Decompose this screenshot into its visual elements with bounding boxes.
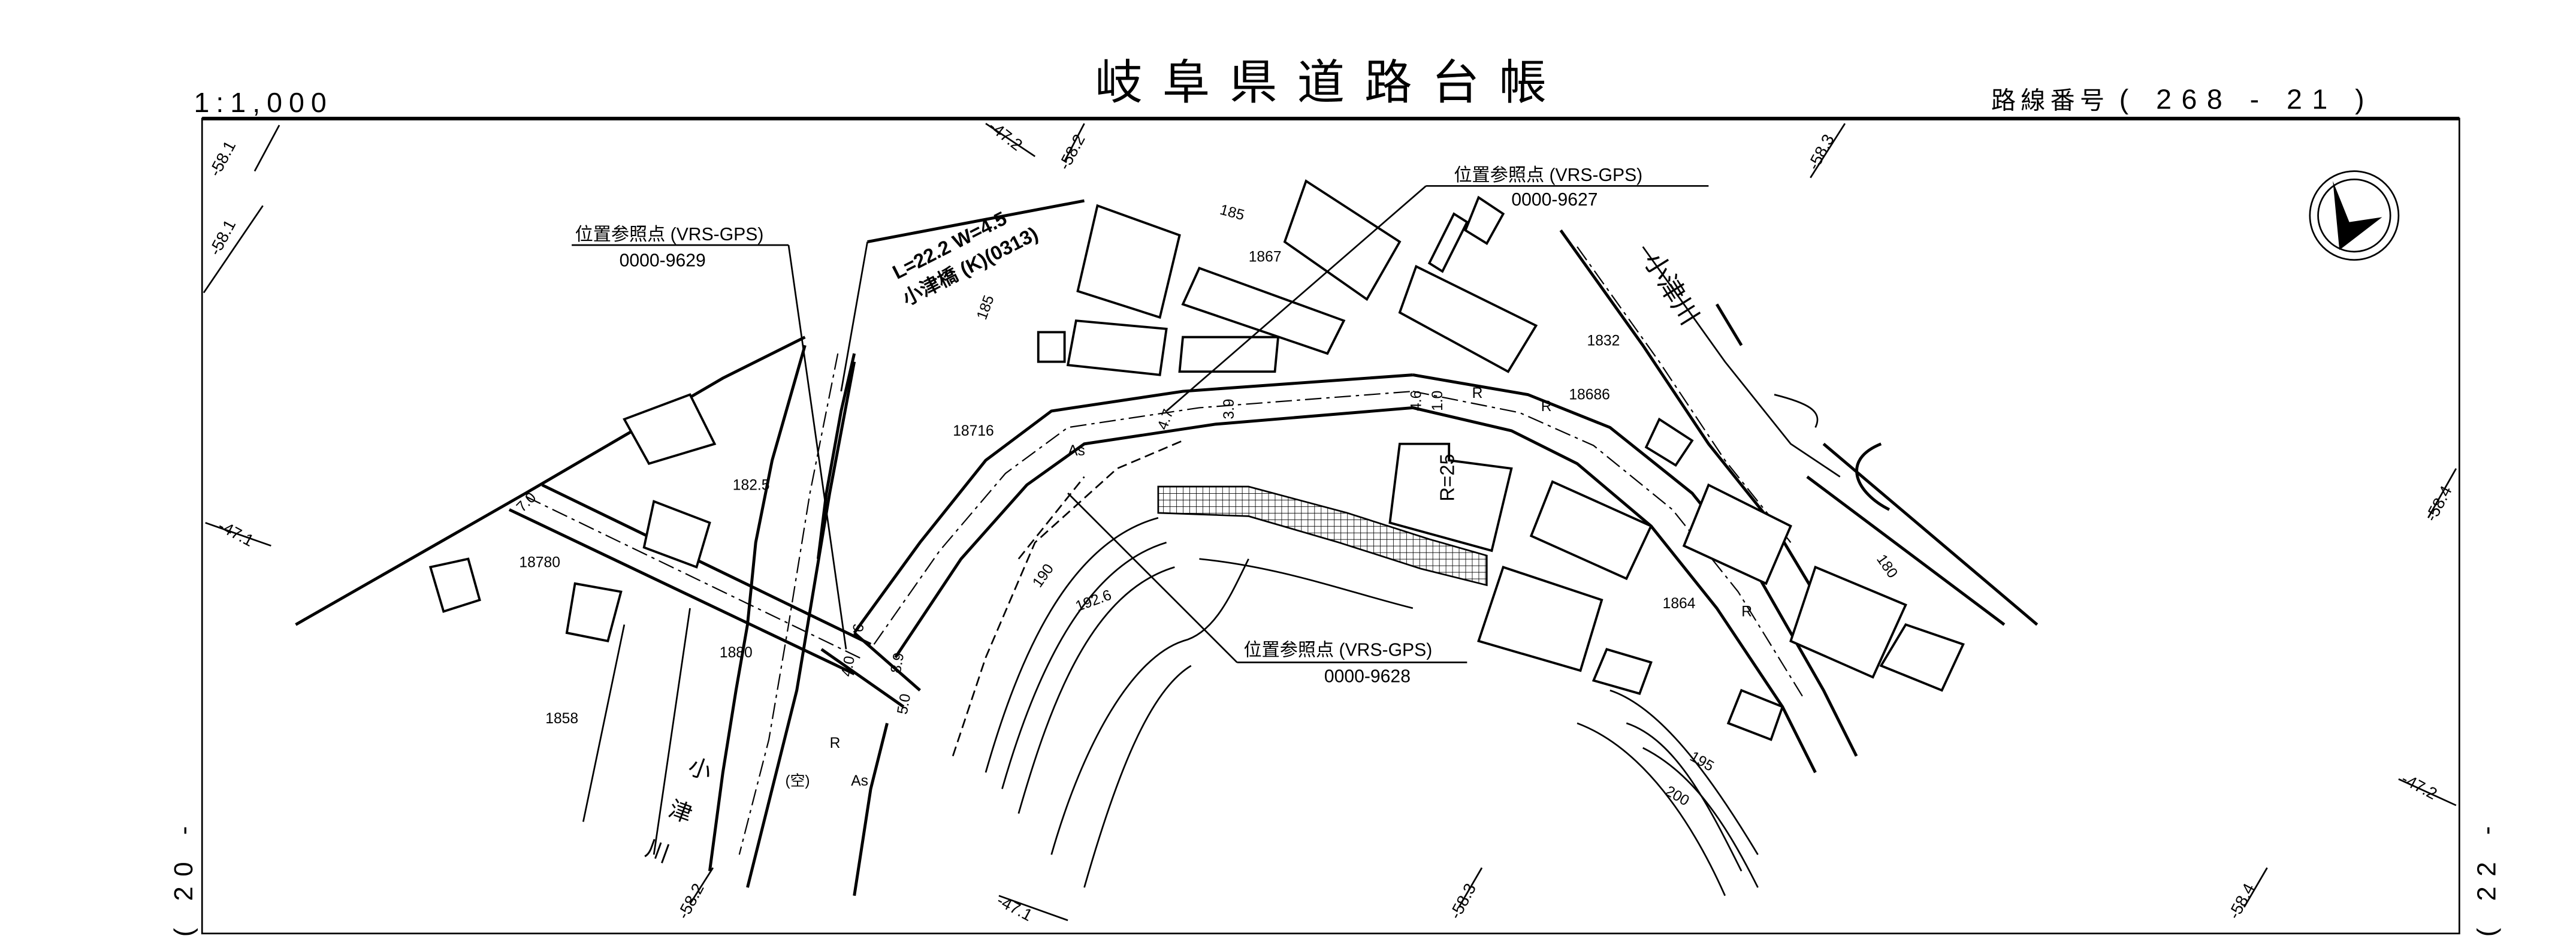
flow-arrow-icon <box>1715 303 1743 346</box>
river-ozu-upper <box>1559 229 2039 626</box>
map-label: -58.2 <box>1055 131 1089 173</box>
reference-point-code: 0000-9629 <box>620 251 706 271</box>
map-label: -58.2 <box>674 880 708 922</box>
map-label: 18716 <box>953 423 994 439</box>
grid-ticks <box>203 122 2457 922</box>
map-label: 185 <box>1218 202 1246 224</box>
map-label: -47.2 <box>2399 769 2441 803</box>
buildings <box>428 179 1965 741</box>
reference-point-label: 位置参照点 (VRS-GPS) <box>575 224 764 244</box>
river-name-char-2: 津 <box>665 796 696 828</box>
map-label: 1858 <box>545 711 578 727</box>
map-label: 5.0 <box>895 693 914 715</box>
map-label: R <box>830 735 841 751</box>
river-name-upper: 小津川 <box>1638 247 1704 330</box>
map-label: 6 <box>850 623 868 633</box>
map-label: R <box>1741 604 1752 620</box>
river-name-char-3: 川 <box>642 835 673 868</box>
map-label: 200 <box>1662 783 1692 810</box>
map-label: 4.0 <box>839 655 859 678</box>
reference-point-9628[interactable]: 位置参照点 (VRS-GPS) 0000-9628 <box>1067 493 1467 686</box>
reference-point-code: 0000-9628 <box>1324 666 1411 686</box>
reference-point-9627[interactable]: 位置参照点 (VRS-GPS) 0000-9627 <box>1165 165 1709 412</box>
map-label: -47.2 <box>985 117 1026 155</box>
map-label: 1.0 <box>1430 391 1446 411</box>
map-label: -58.1 <box>206 138 240 180</box>
scale-label: 1:1,000 <box>194 87 333 118</box>
river-name-char-1: 小 <box>685 753 715 786</box>
route-number-label: 路線番号 <box>1991 86 2109 114</box>
map-label: -58.3 <box>1804 131 1838 173</box>
map-label: R=25 <box>1436 454 1458 502</box>
map-label: 18780 <box>519 554 560 570</box>
map-label: 1880 <box>720 645 753 661</box>
reference-point-9629[interactable]: 位置参照点 (VRS-GPS) 0000-9629 <box>572 224 847 650</box>
next-sheet-number[interactable]: ( 22 - <box>2472 816 2502 937</box>
map-label: 4.7 <box>1155 407 1177 431</box>
map-label: 3.9 <box>1221 398 1237 419</box>
map-label: 1864 <box>1663 596 1696 612</box>
retaining-wall <box>1157 485 1488 587</box>
map-label: 8.9 <box>888 651 908 674</box>
map-label: 190 <box>1029 561 1057 590</box>
map-label: (空) <box>786 772 810 789</box>
map-label: R <box>1472 385 1483 401</box>
map-label: 4.6 <box>1409 391 1425 411</box>
map-label: 18686 <box>1569 387 1610 403</box>
map-label: 182.5 <box>733 478 770 494</box>
map-label: 192.6 <box>1073 587 1113 615</box>
map-label: 7.0 <box>514 490 539 515</box>
map-label: 185 <box>974 293 997 322</box>
prev-sheet-number[interactable]: ( 20 - <box>169 816 198 937</box>
road-left-branch <box>295 336 921 708</box>
map-label: 195 <box>1687 748 1716 775</box>
surface-labels: As As (空) <box>786 443 1085 789</box>
bridge-leader <box>867 199 1085 243</box>
reference-point-label: 位置参照点 (VRS-GPS) <box>1454 165 1642 185</box>
reference-point-label: 位置参照点 (VRS-GPS) <box>1243 639 1432 660</box>
slope-contours <box>985 517 1759 896</box>
map-label: 180 <box>1873 552 1901 581</box>
map-label: 1867 <box>1249 249 1282 265</box>
reference-point-code: 0000-9627 <box>1511 190 1597 210</box>
map-label: As <box>851 773 868 789</box>
map-label: As <box>1068 443 1085 459</box>
page-title: 岐阜県道路台帳 <box>1095 56 1566 109</box>
map-label: -58.4 <box>2421 482 2456 524</box>
map-label: -58.1 <box>206 216 240 258</box>
map-label: -58.4 <box>2224 880 2258 922</box>
road-marks: R R R R <box>830 385 1752 751</box>
route-number: ( 268 - 21 ) <box>2119 83 2374 114</box>
map-label: 1832 <box>1587 333 1620 349</box>
map-label: R <box>1541 398 1552 415</box>
north-arrow-icon <box>2309 170 2400 261</box>
